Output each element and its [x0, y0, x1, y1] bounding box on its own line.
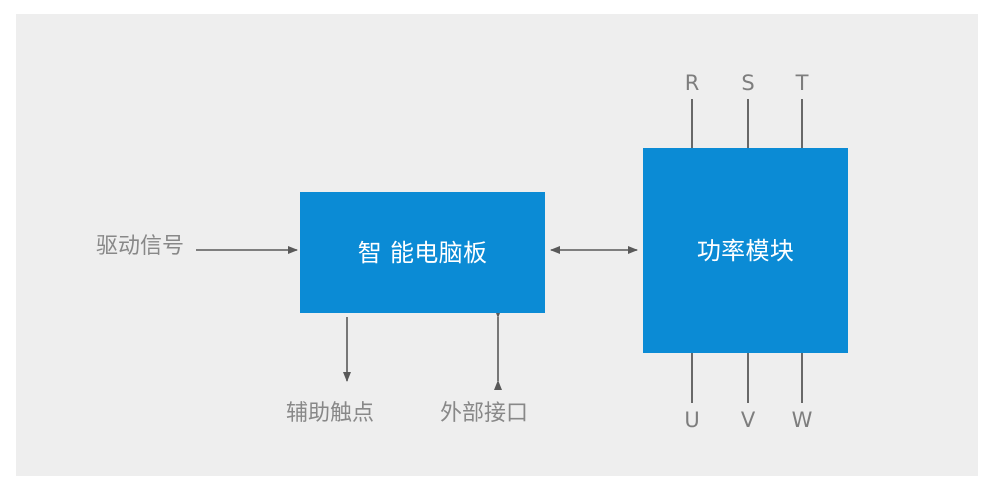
- block-smart-board-label: 智 能电脑板: [357, 238, 488, 267]
- terminal-label-s: S: [741, 71, 755, 95]
- label-drive-signal: 驱动信号: [96, 234, 185, 259]
- terminal-label-v: V: [740, 408, 756, 432]
- block-smart-board[interactable]: 智 能电脑板: [300, 192, 545, 313]
- label-aux-contact: 辅助触点: [286, 401, 375, 426]
- terminal-label-r: R: [684, 71, 700, 95]
- label-external-interface: 外部接口: [440, 401, 529, 426]
- block-power-module[interactable]: 功率模块: [643, 148, 848, 353]
- terminal-label-u: U: [684, 408, 700, 432]
- terminal-label-w: W: [791, 408, 813, 432]
- block-power-module-label: 功率模块: [696, 236, 795, 265]
- terminal-label-t: T: [795, 71, 809, 95]
